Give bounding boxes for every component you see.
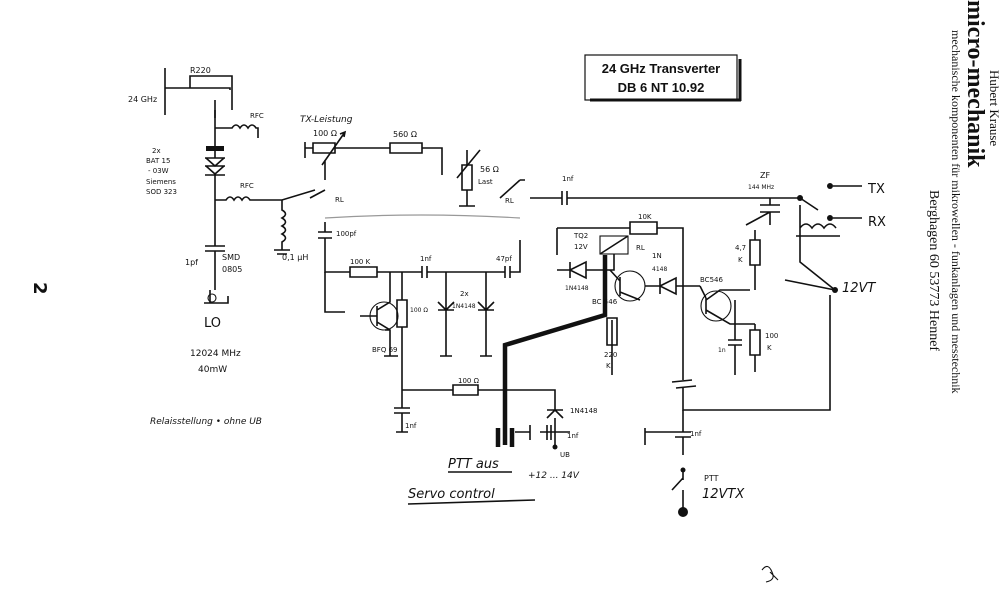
tx-power-section: TX-Leistung 100 Ω 560 Ω 56 Ω Last RL RL …: [300, 115, 800, 219]
c-1nf-ptt-label: 1nf: [690, 430, 702, 438]
ghz24-label: 24 GHz: [128, 95, 157, 104]
ptt-label: PTT: [704, 474, 719, 483]
diode-label-4: Siemens: [146, 178, 176, 186]
bfq-label: BFQ 69: [372, 346, 397, 354]
title-line-2: DB 6 NT 10.92: [618, 80, 705, 95]
lo-label: LO: [204, 316, 221, 331]
r560-label: 560 Ω: [393, 130, 417, 139]
ind-label: 0,1 µH: [282, 253, 308, 262]
page-number: 2: [29, 282, 50, 295]
title-box: 24 GHz Transverter DB 6 NT 10.92: [584, 54, 742, 102]
r10k-label: 10K: [638, 213, 652, 221]
relay-driver-section: 10K TQ2 12V RL 1N4148 BC 546 220 K 1N 41…: [556, 213, 831, 411]
tq2-label-1: TQ2: [573, 232, 588, 240]
r100k-right-label-1: 100: [765, 332, 778, 340]
page-number-group: 2: [29, 282, 50, 295]
tx-leistung-label: TX-Leistung: [300, 115, 353, 125]
smd-label-1: SMD: [222, 253, 240, 262]
feed-section: 100 Ω 1nf 1N4148 1nf UB +12 ... 14V PTT …: [394, 255, 608, 505]
rl-left-label: RL: [335, 196, 344, 204]
r100-small-label: 100 Ω: [410, 307, 428, 314]
diode-pair-label-2: 1N4148: [452, 303, 476, 310]
c-1nf-ub-label: 1nf: [567, 432, 579, 440]
title-line-1: 24 GHz Transverter: [602, 61, 721, 76]
v12t-label: 12VT: [842, 281, 876, 296]
r220k-label-2: K: [606, 362, 611, 370]
zf-label-1: ZF: [760, 171, 770, 180]
v12tx-label: 12VTX: [702, 487, 745, 502]
r47k-label-1: 4,7: [735, 244, 746, 252]
diode-label-3: - 03W: [148, 167, 169, 175]
ptt-aus-label: PTT aus: [448, 457, 499, 472]
rfc-top-label: RFC: [250, 112, 264, 120]
relais-note: Relaisstellung • ohne UB: [150, 417, 262, 427]
ub-label: UB: [560, 451, 570, 459]
r100-label: 100 Ω: [313, 129, 337, 138]
rl-right-label: RL: [505, 197, 514, 205]
lo-pwr-label: 40mW: [198, 365, 227, 375]
servo-label: Servo control: [408, 487, 495, 502]
r100k-right-label-2: K: [767, 344, 772, 352]
scribble-mark: [761, 565, 779, 583]
bc-right-label: BC546: [700, 276, 723, 284]
r220k-label-1: 220: [604, 351, 617, 359]
zf-label-2: 144 MHz: [748, 184, 774, 191]
supply-label: +12 ... 14V: [528, 471, 580, 481]
diode-label-5: SOD 323: [146, 188, 177, 196]
vendor-name: Hubert Krause: [987, 70, 999, 146]
vendor-line-2: Berghagen 60 53773 Hennef: [926, 190, 941, 351]
output-section: ZF 144 MHz TX RX 12VT 1nf PTT 12VTX: [644, 171, 886, 517]
diode-label-1: 2x: [152, 147, 161, 155]
r100-bot-label: 100 Ω: [458, 377, 480, 385]
c-1n-label: 1n: [718, 347, 726, 354]
c-1nf-top-label: 1nf: [562, 175, 574, 183]
tq2-label-2: 12V: [574, 243, 588, 251]
tx-label: TX: [867, 182, 885, 197]
c-47pf-label: 47pf: [496, 255, 512, 263]
c-1nf-left-label: 1nf: [405, 422, 417, 430]
bc-left-label: BC 546: [592, 298, 618, 306]
r47k-label-2: K: [738, 256, 743, 264]
d-1n4148-bot-label: 1N4148: [570, 407, 598, 415]
diode-label-2: BAT 15: [146, 157, 170, 165]
rx-label: RX: [868, 215, 886, 230]
rl-relay-label: RL: [636, 244, 645, 252]
smd-label-2: 0805: [222, 265, 242, 274]
r100k-label: 100 K: [350, 258, 371, 266]
r56-label: 56 Ω: [480, 165, 499, 174]
diode-pair-label-1: 2x: [460, 290, 469, 298]
mixer-section: R220 24 GHz RFC 2x BAT 15 - 03W Siemens …: [128, 66, 316, 427]
lo-freq-label: 12024 MHz: [190, 349, 241, 359]
amplifier-section: 100pf 100 K 1nf 47pf BFQ 69 100 Ω 2x 1N4…: [318, 222, 521, 390]
cap-1pf-label: 1pf: [185, 258, 198, 267]
c-1nf-mid-label: 1nf: [420, 255, 432, 263]
vendor-line-1: mechanische komponenten für mikrowellen …: [949, 30, 963, 394]
c-100pf-label: 100pf: [336, 230, 357, 238]
d-1n4148-right-label-2: 4148: [652, 266, 667, 273]
vendor-brand: micro-mechanik: [962, 0, 988, 168]
vendor-stamp: Hubert Krause micro-mechanik mechanische…: [926, 0, 999, 394]
d-1n4148-right-label-1: 1N: [652, 252, 662, 260]
d-1n4148-left-label: 1N4148: [565, 285, 589, 292]
last-label: Last: [478, 178, 493, 186]
rfc-mid-label: RFC: [240, 182, 254, 190]
r220-label: R220: [190, 66, 211, 75]
